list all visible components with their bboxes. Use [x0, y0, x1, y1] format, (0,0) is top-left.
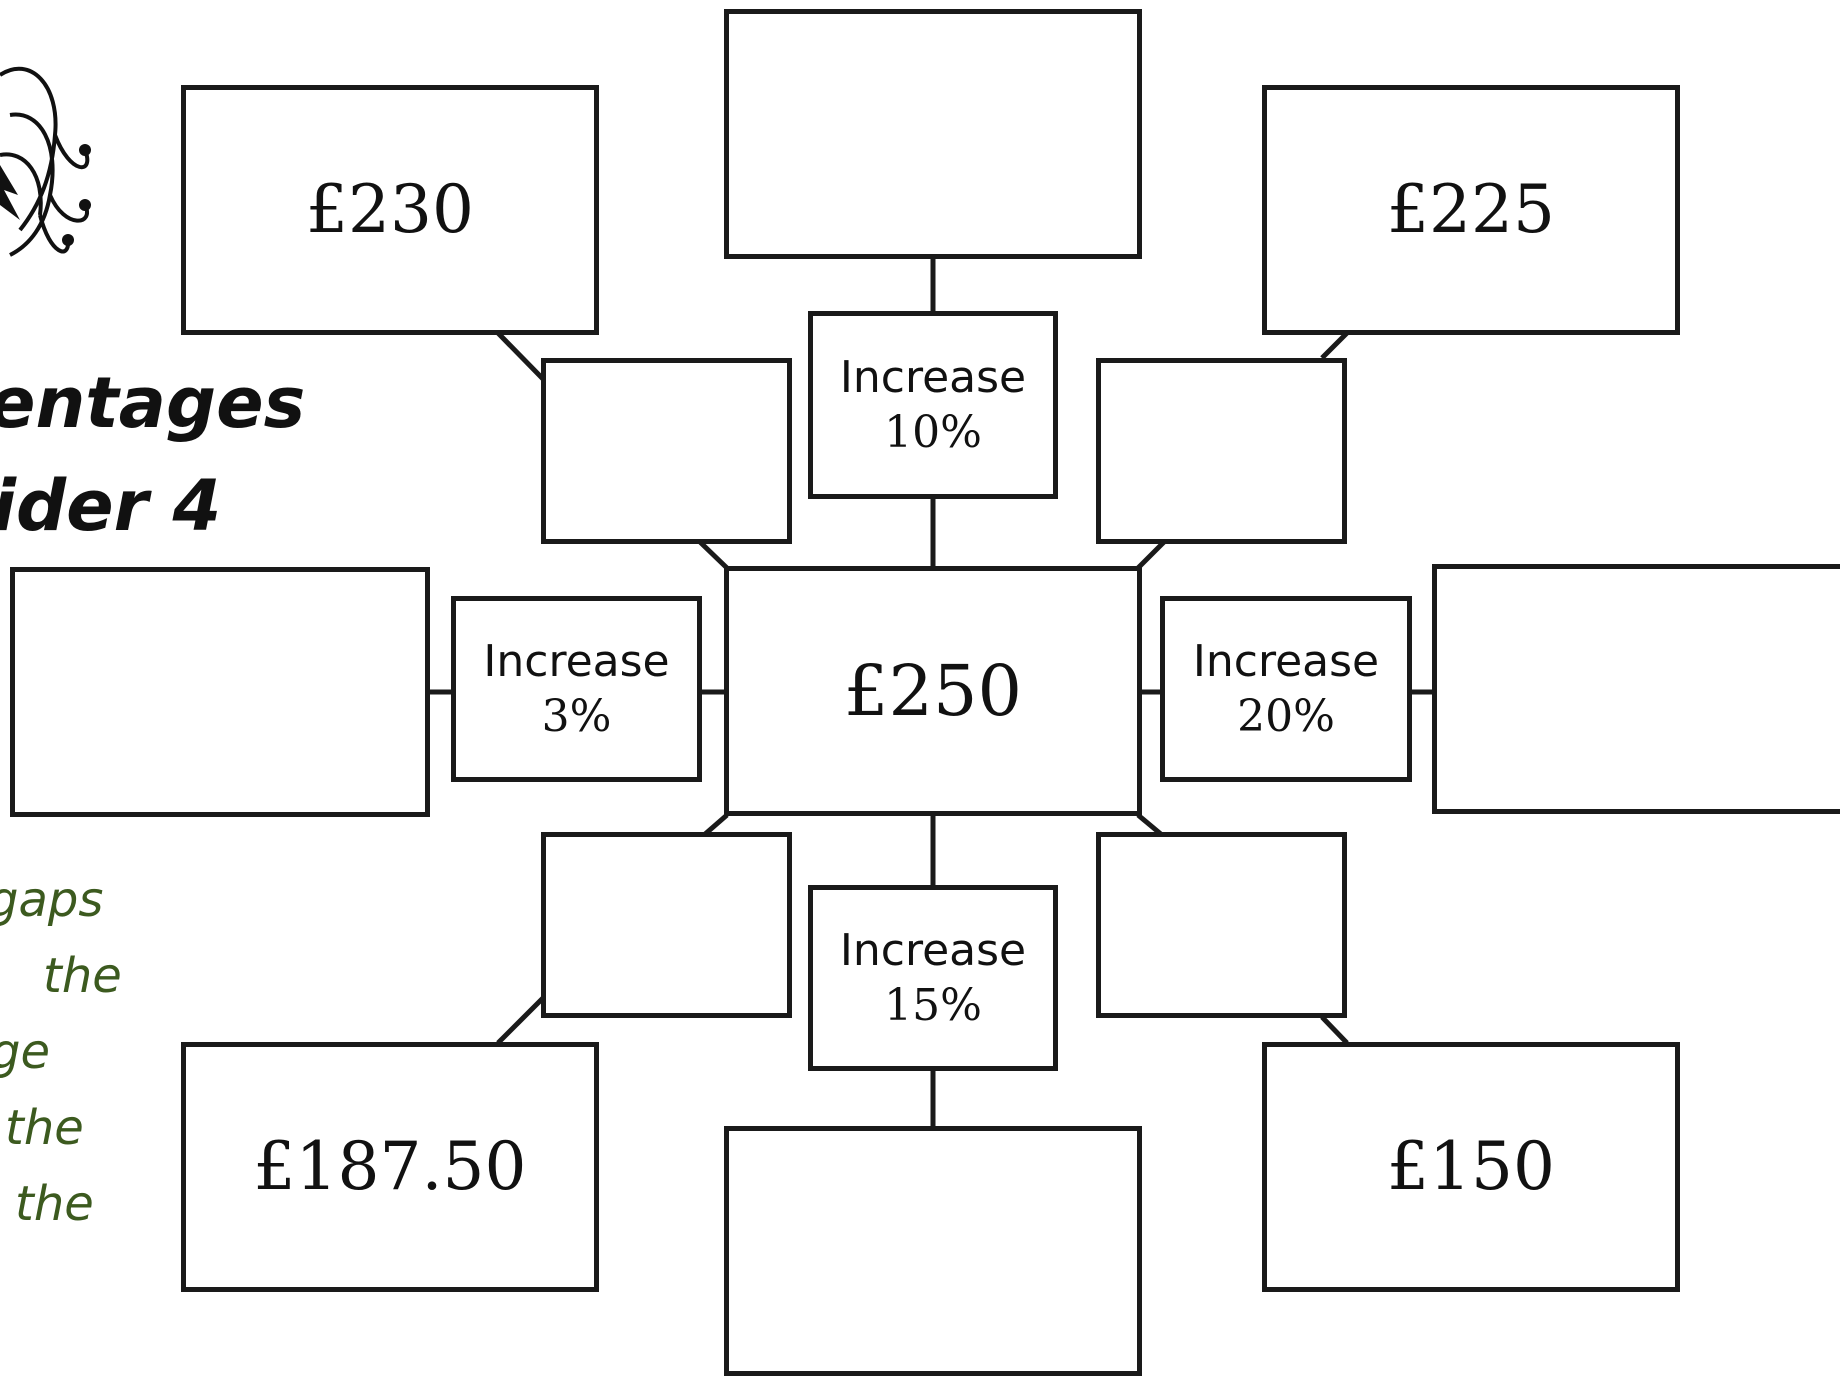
- corner-box-bottom-left: £187.50: [181, 1042, 599, 1292]
- operation-percent-bottom: 15%: [884, 980, 982, 1031]
- instruction-line-3: ge: [0, 1024, 50, 1080]
- operation-box-top: Increase 10%: [808, 311, 1058, 499]
- worksheet-title-line1: entages: [0, 362, 306, 444]
- operation-box-bottom: Increase 15%: [808, 885, 1058, 1071]
- operation-word-bottom: Increase: [839, 925, 1027, 976]
- corner-value-top-left: £230: [306, 171, 474, 248]
- operation-box-top-left[interactable]: [541, 358, 792, 544]
- result-box-left[interactable]: [10, 567, 430, 817]
- connector-diag-tr-outer: [1320, 331, 1349, 360]
- connector-diag-bl-inner: [702, 813, 729, 837]
- connector-diag-bl-outer: [496, 995, 546, 1045]
- result-box-bottom[interactable]: [724, 1126, 1142, 1376]
- operation-word-top: Increase: [839, 352, 1027, 403]
- corner-box-bottom-right: £150: [1262, 1042, 1680, 1292]
- instruction-line-5: the: [15, 1176, 94, 1232]
- operation-box-top-right[interactable]: [1096, 358, 1347, 544]
- corner-box-top-right: £225: [1262, 85, 1680, 335]
- result-box-top[interactable]: [724, 9, 1142, 259]
- connector-diag-br-inner: [1136, 813, 1164, 837]
- connector-diag-tl-outer: [496, 331, 546, 382]
- operation-percent-right: 20%: [1237, 691, 1335, 742]
- operation-word-right: Increase: [1192, 636, 1380, 687]
- worksheet-title-line2: ider 4: [0, 465, 222, 547]
- corner-value-top-right: £225: [1387, 171, 1555, 248]
- connector-diag-br-outer: [1320, 1015, 1349, 1045]
- connector-diag-tl-inner: [698, 540, 729, 570]
- operation-box-left: Increase 3%: [451, 596, 702, 782]
- operation-box-bottom-right[interactable]: [1096, 832, 1347, 1018]
- flourish-ornament: [0, 66, 91, 257]
- corner-value-bottom-left: £187.50: [253, 1128, 527, 1205]
- operation-box-right: Increase 20%: [1160, 596, 1412, 782]
- instruction-line-2: the: [43, 948, 122, 1004]
- corner-box-top-left: £230: [181, 85, 599, 335]
- center-value: £250: [843, 650, 1023, 732]
- center-box: £250: [724, 566, 1142, 816]
- instruction-line-1: gaps: [0, 872, 104, 928]
- operation-percent-top: 10%: [884, 407, 982, 458]
- operation-percent-left: 3%: [541, 691, 612, 742]
- corner-value-bottom-right: £150: [1387, 1128, 1555, 1205]
- operation-word-left: Increase: [483, 636, 670, 687]
- operation-box-bottom-left[interactable]: [541, 832, 792, 1018]
- result-box-right[interactable]: [1432, 564, 1840, 814]
- instruction-line-4: the: [5, 1100, 84, 1156]
- connector-diag-tr-inner: [1136, 540, 1166, 570]
